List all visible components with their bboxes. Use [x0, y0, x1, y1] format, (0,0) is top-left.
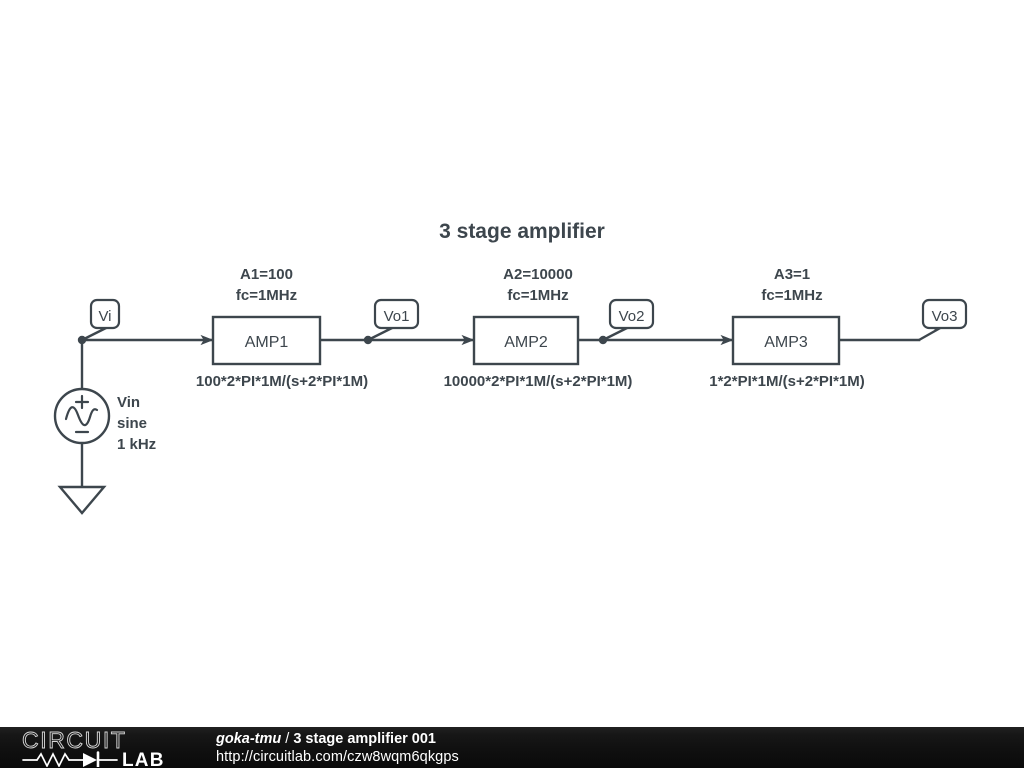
voltage-source-vin[interactable]: Vin sine 1 kHz [53, 387, 156, 453]
logo-wordmark-lab: LAB [122, 750, 165, 767]
node-label-vo2-text: Vo2 [619, 308, 645, 325]
circuitlab-logo[interactable]: CIRCUIT LAB [22, 729, 190, 767]
amp3-box [731, 315, 841, 366]
node-label-vo3-leader [918, 325, 943, 342]
node-label-vo1-leader [367, 325, 395, 342]
logo-wordmark-circuit: CIRCUIT [22, 729, 126, 753]
node-label-vi-box [89, 298, 121, 330]
source-frequency-label: 1 kHz [117, 436, 156, 453]
ground-icon [57, 485, 107, 515]
node-label-vo3[interactable]: Vo3 [918, 298, 968, 342]
footer-metadata: goka-tmu / 3 stage amplifier 001 http://… [216, 730, 459, 766]
source-name-label: Vin [117, 394, 140, 411]
footer-url[interactable]: http://circuitlab.com/czw8wqm6qkgps [216, 749, 459, 765]
amp2-label: AMP2 [504, 334, 548, 351]
page-title: 3 stage amplifier [439, 220, 605, 243]
amp3-label: AMP3 [764, 334, 808, 351]
amp1-box [211, 315, 322, 366]
node-label-vo2-leader [602, 325, 630, 342]
amp2-transfer-function-label: 10000*2*PI*1M/(s+2*PI*1M) [444, 373, 633, 390]
amplifier-block-amp1[interactable]: AMP1 A1=100 fc=1MHz 100*2*PI*1M/(s+2*PI*… [196, 266, 368, 390]
amp3-gain-label: A3=1 [774, 266, 810, 283]
footer-title-line: goka-tmu / 3 stage amplifier 001 [216, 730, 459, 748]
node-label-vi-leader [81, 325, 109, 342]
amp1-transfer-function-label: 100*2*PI*1M/(s+2*PI*1M) [196, 373, 368, 390]
node-label-vo2[interactable]: Vo2 [598, 298, 655, 345]
node-label-vo3-text: Vo3 [932, 308, 958, 325]
source-waveform-label: sine [117, 415, 147, 432]
footer-document-title: 3 stage amplifier 001 [293, 731, 437, 747]
amp1-gain-label: A1=100 [240, 266, 293, 283]
node-label-vo3-box [921, 298, 968, 330]
footer-separator: / [285, 731, 290, 747]
node-label-vo1-text: Vo1 [384, 308, 410, 325]
footer-bar: CIRCUIT LAB goka-tmu / 3 stage amplifier… [0, 727, 1024, 768]
amp2-box [472, 315, 580, 366]
amp3-transfer-function-label: 1*2*PI*1M/(s+2*PI*1M) [709, 373, 865, 390]
node-label-vi-text: Vi [98, 308, 111, 325]
node-label-vi[interactable]: Vi [77, 298, 121, 345]
footer-author[interactable]: goka-tmu [216, 731, 282, 747]
amp2-gain-label: A2=10000 [503, 266, 573, 283]
resistor-diode-circuit-line-icon [22, 751, 118, 767]
sine-wave-icon [64, 406, 99, 427]
plus-sign-icon [74, 394, 90, 410]
node-label-vo2-box [608, 298, 655, 330]
voltage-source-body [53, 387, 111, 445]
amplifier-block-amp3[interactable]: AMP3 A3=1 fc=1MHz 1*2*PI*1M/(s+2*PI*1M) [709, 266, 865, 390]
amp1-label: AMP1 [245, 334, 289, 351]
amplifier-block-amp2[interactable]: AMP2 A2=10000 fc=1MHz 10000*2*PI*1M/(s+2… [444, 266, 633, 390]
amp1-fc-label: fc=1MHz [236, 287, 297, 304]
node-label-vo1-box [373, 298, 420, 330]
amp2-fc-label: fc=1MHz [507, 287, 568, 304]
amp3-fc-label: fc=1MHz [761, 287, 822, 304]
node-label-vo1[interactable]: Vo1 [363, 298, 420, 345]
